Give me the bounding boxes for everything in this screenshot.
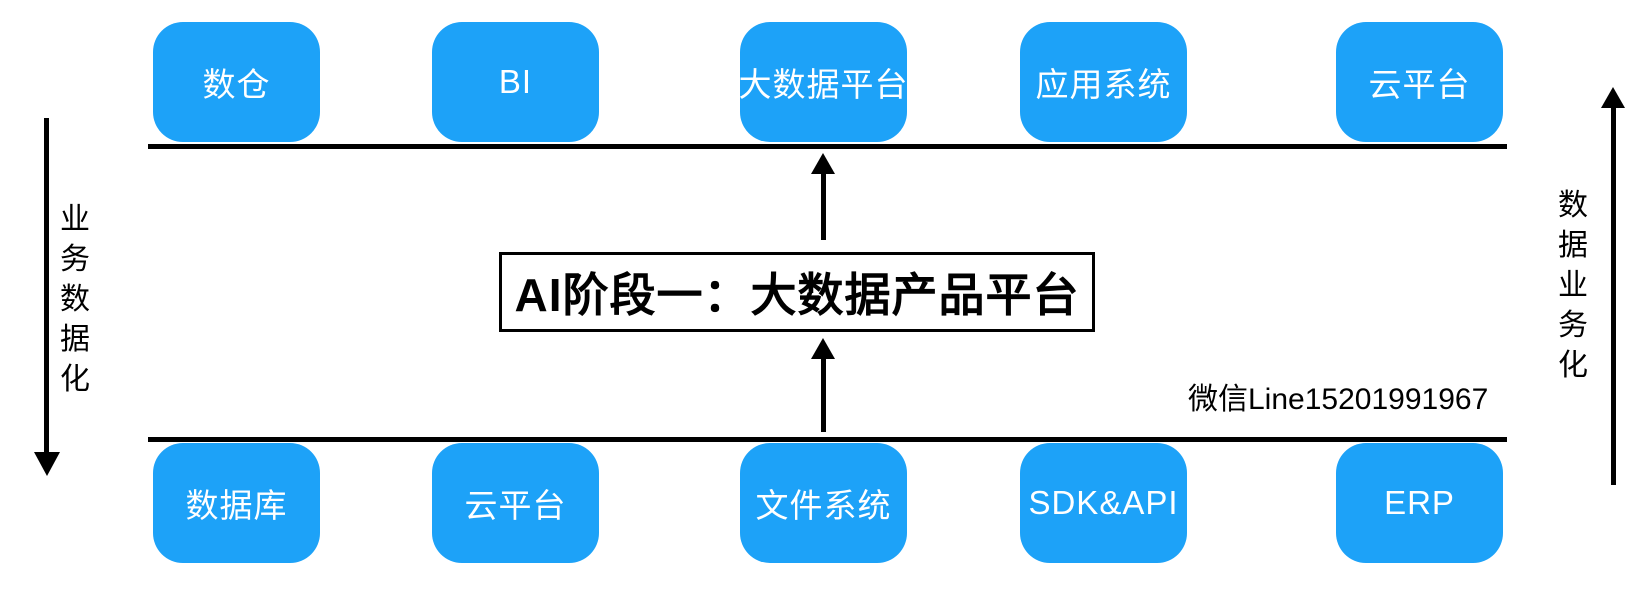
node-cloud-platform-bottom: 云平台 — [432, 443, 599, 563]
arrow-shaft — [1611, 108, 1616, 485]
node-bigdata-platform: 大数据平台 — [739, 22, 908, 142]
arrow-down-icon — [34, 452, 60, 476]
arrow-shaft — [44, 118, 49, 454]
arrow-shaft — [821, 172, 826, 240]
top-rail-line — [148, 144, 1507, 149]
arrow-up-icon — [811, 153, 835, 174]
node-file-system: 文件系统 — [740, 443, 907, 563]
node-sdk-api: SDK&API — [1020, 443, 1187, 563]
center-title-box: AI阶段一：大数据产品平台 — [499, 252, 1095, 332]
node-data-warehouse: 数仓 — [153, 22, 320, 142]
arrow-up-icon — [811, 338, 835, 359]
node-application-system: 应用系统 — [1020, 22, 1187, 142]
watermark-text: 微信Line15201991967 — [1188, 383, 1489, 416]
node-database: 数据库 — [153, 443, 320, 563]
left-axis-label: 业务数据化 — [60, 203, 90, 396]
node-bi: BI — [432, 22, 599, 142]
bottom-rail-line — [148, 437, 1507, 442]
node-cloud-platform-top: 云平台 — [1336, 22, 1503, 142]
arrow-shaft — [821, 357, 826, 432]
node-erp: ERP — [1336, 443, 1503, 563]
arrow-up-icon — [1601, 87, 1625, 108]
right-axis-label: 数据业务化 — [1558, 189, 1588, 382]
